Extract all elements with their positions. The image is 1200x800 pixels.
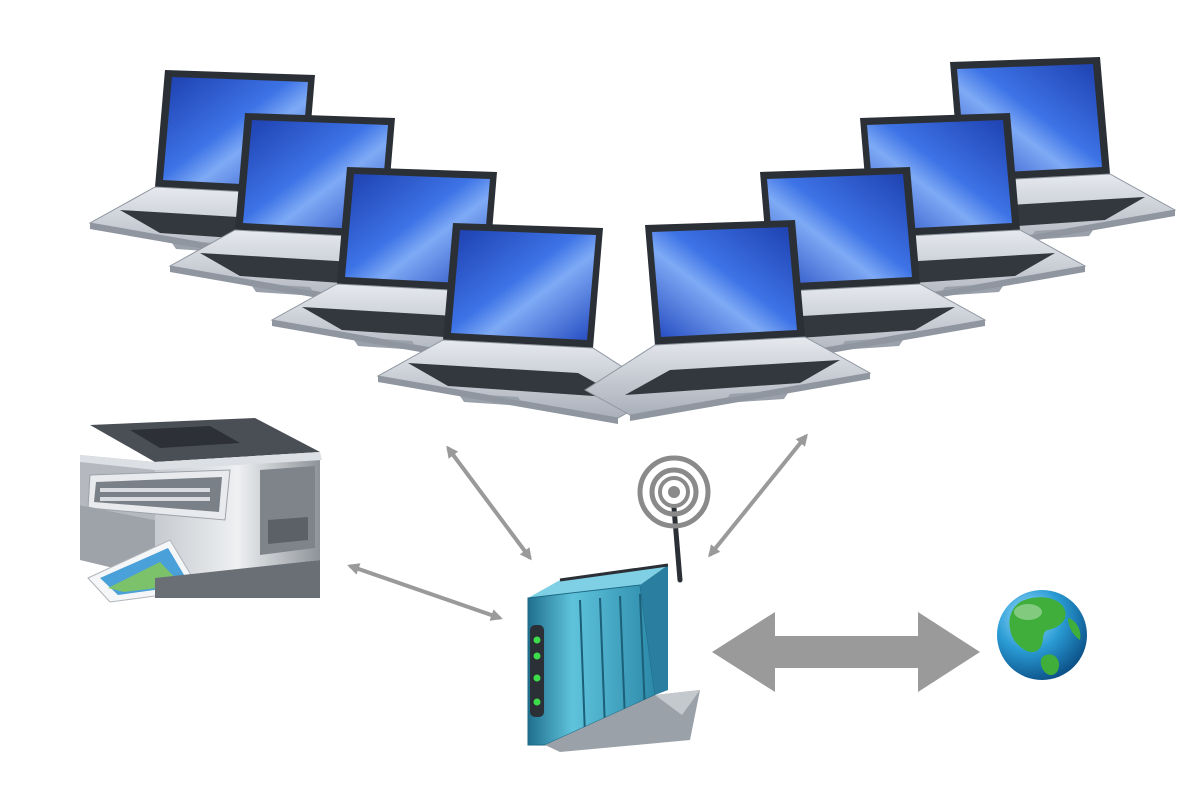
link-left-laptops-router xyxy=(446,445,532,561)
globe-icon xyxy=(997,590,1087,680)
wireless-router-icon xyxy=(527,563,700,752)
printer-icon xyxy=(80,418,322,603)
link-router-internet xyxy=(712,612,980,692)
wireless-signal-icon xyxy=(637,455,711,529)
antenna-icon xyxy=(671,505,683,583)
laptop-group-right xyxy=(585,57,1175,421)
link-right-laptops-router xyxy=(708,433,808,558)
connection-arrows xyxy=(347,433,980,692)
laptop-group-left xyxy=(89,69,664,425)
link-printer-router xyxy=(347,563,503,621)
